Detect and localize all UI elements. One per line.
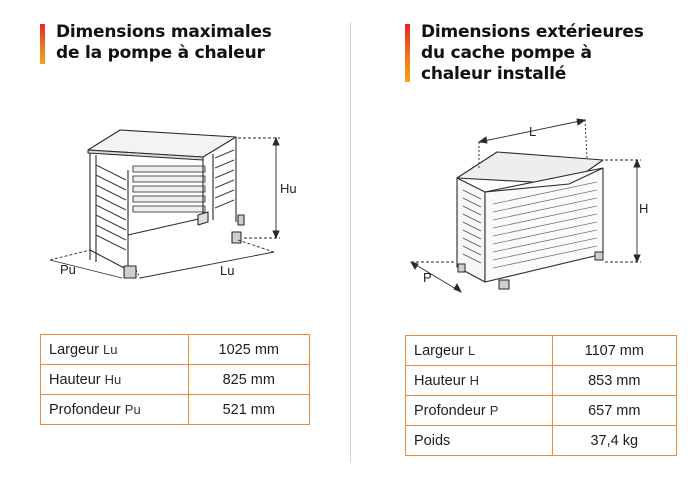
height-dimension-label: H: [639, 201, 648, 216]
row-value: 853 mm: [551, 365, 678, 396]
heat-pump-frame-illustration: Hu Lu Pu: [49, 129, 297, 279]
table-row: Hauteur H 853 mm: [405, 365, 678, 396]
title-line: du cache pompe à: [421, 43, 592, 63]
length-dimension-label: L: [529, 124, 536, 139]
row-value: 657 mm: [551, 395, 678, 426]
panel-divider: [350, 22, 351, 462]
heat-pump-cover-illustration: L H P: [410, 118, 648, 293]
row-value: 37,4 kg: [551, 425, 678, 456]
row-label: Profondeur P: [405, 395, 553, 426]
table-row: Hauteur Hu 825 mm: [40, 364, 311, 395]
row-label: Largeur L: [405, 335, 553, 366]
outer-dimensions-title: Dimensions extérieures du cache pompe à …: [421, 22, 644, 85]
row-label: Profondeur Pu: [40, 394, 189, 425]
max-dimensions-panel: Dimensions maximales de la pompe à chale…: [40, 22, 311, 425]
max-dimensions-table: Largeur Lu 1025 mm Hauteur Hu 825 mm Pro…: [40, 334, 311, 425]
table-row: Largeur L 1107 mm: [405, 335, 678, 366]
title-line: Dimensions maximales: [56, 22, 272, 42]
row-label: Largeur Lu: [40, 334, 189, 365]
table-row: Poids 37,4 kg: [405, 425, 678, 456]
heading-accent-bar: [40, 24, 45, 64]
outer-dimensions-heading: Dimensions extérieures du cache pompe à …: [405, 22, 644, 85]
depth-dimension-label: P: [423, 270, 432, 285]
outer-dimensions-table: Largeur L 1107 mm Hauteur H 853 mm Profo…: [405, 335, 678, 456]
title-line: Dimensions extérieures: [421, 22, 644, 42]
row-label: Poids: [405, 425, 553, 456]
heading-accent-bar: [405, 24, 410, 82]
max-dimensions-title: Dimensions maximales de la pompe à chale…: [56, 22, 272, 64]
max-dimensions-heading: Dimensions maximales de la pompe à chale…: [40, 22, 272, 64]
row-label: Hauteur H: [405, 365, 553, 396]
row-value: 825 mm: [187, 364, 311, 395]
row-value: 1025 mm: [187, 334, 311, 365]
height-dimension-label: Hu: [280, 181, 297, 196]
title-line: de la pompe à chaleur: [56, 43, 265, 63]
outer-dimensions-panel: Dimensions extérieures du cache pompe à …: [351, 0, 700, 479]
row-value: 521 mm: [187, 394, 311, 425]
table-row: Profondeur P 657 mm: [405, 395, 678, 426]
row-label: Hauteur Hu: [40, 364, 189, 395]
depth-dimension-label: Pu: [60, 262, 76, 277]
width-dimension-label: Lu: [220, 263, 234, 278]
table-row: Profondeur Pu 521 mm: [40, 394, 311, 425]
row-value: 1107 mm: [551, 335, 678, 366]
title-line: chaleur installé: [421, 64, 567, 84]
table-row: Largeur Lu 1025 mm: [40, 334, 311, 365]
